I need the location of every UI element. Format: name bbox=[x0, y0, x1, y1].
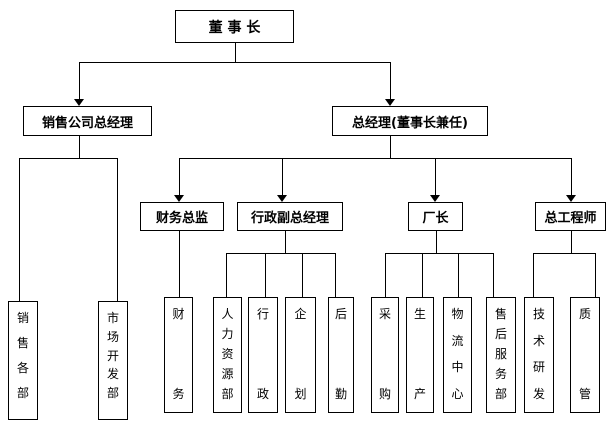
connector-line bbox=[302, 253, 303, 297]
arrowhead-down-icon bbox=[566, 195, 576, 202]
connector-line bbox=[533, 253, 596, 254]
connector-line bbox=[226, 253, 336, 254]
node-procurement: 采购 bbox=[371, 297, 399, 413]
connector-line bbox=[285, 231, 286, 253]
node-label: 企划 bbox=[294, 307, 307, 401]
connector-line bbox=[179, 158, 180, 195]
connector-line bbox=[19, 158, 118, 159]
node-label: 行政 bbox=[256, 307, 269, 401]
connector-line bbox=[595, 253, 596, 297]
node-planning: 企划 bbox=[285, 297, 316, 413]
node-label: 人力资源部 bbox=[221, 307, 234, 401]
node-sales-departments: 销售各部 bbox=[8, 301, 38, 420]
connector-line bbox=[571, 158, 572, 195]
node-after-sales-service: 售后服务部 bbox=[486, 297, 516, 413]
connector-line bbox=[390, 62, 391, 99]
node-label: 采购 bbox=[378, 307, 391, 401]
node-label: 技术研发 bbox=[532, 307, 545, 401]
connector-line bbox=[385, 253, 494, 254]
node-label: 质管 bbox=[578, 307, 591, 401]
node-label: 物流中心 bbox=[451, 307, 464, 401]
node-logistics-center: 物流中心 bbox=[443, 297, 472, 413]
connector-line bbox=[458, 253, 459, 297]
connector-line bbox=[390, 136, 391, 158]
arrowhead-down-icon bbox=[385, 99, 395, 106]
connector-line bbox=[79, 136, 80, 158]
node-production: 生产 bbox=[406, 297, 434, 413]
node-logistics-support: 后勤 bbox=[328, 297, 354, 413]
node-factory-director: 厂长 bbox=[408, 202, 463, 231]
node-label: 销售各部 bbox=[16, 311, 29, 400]
node-market-development: 市场开发部 bbox=[98, 301, 128, 420]
connector-line bbox=[117, 158, 118, 301]
connector-line bbox=[226, 253, 227, 297]
arrowhead-down-icon bbox=[74, 99, 84, 106]
node-administration: 行政 bbox=[248, 297, 278, 413]
connector-line bbox=[179, 231, 180, 297]
node-general-manager: 总经理(董事长兼任) bbox=[332, 106, 488, 136]
node-label: 市场开发部 bbox=[106, 311, 119, 400]
node-quality-management: 质管 bbox=[570, 297, 600, 413]
node-chairman: 董 事 长 bbox=[175, 10, 294, 43]
node-tech-research: 技术研发 bbox=[524, 297, 554, 413]
node-finance-director: 财务总监 bbox=[140, 202, 224, 231]
connector-line bbox=[79, 62, 80, 99]
connector-line bbox=[79, 62, 391, 63]
connector-line bbox=[335, 253, 336, 297]
connector-line bbox=[436, 231, 437, 253]
node-sales-company-gm: 销售公司总经理 bbox=[23, 106, 152, 136]
node-finance: 财务 bbox=[164, 297, 193, 413]
connector-line bbox=[435, 158, 436, 195]
connector-line bbox=[282, 158, 283, 195]
connector-line bbox=[385, 253, 386, 297]
node-human-resources: 人力资源部 bbox=[213, 297, 242, 413]
node-chief-engineer: 总工程师 bbox=[535, 202, 606, 231]
node-admin-deputy-gm: 行政副总经理 bbox=[237, 202, 343, 231]
connector-line bbox=[571, 231, 572, 253]
connector-line bbox=[265, 253, 266, 297]
arrowhead-down-icon bbox=[430, 195, 440, 202]
connector-line bbox=[422, 253, 423, 297]
arrowhead-down-icon bbox=[174, 195, 184, 202]
node-label: 财务 bbox=[172, 307, 185, 401]
connector-line bbox=[19, 158, 20, 301]
connector-line bbox=[235, 43, 236, 62]
node-label: 售后服务部 bbox=[494, 307, 507, 401]
arrowhead-down-icon bbox=[277, 195, 287, 202]
connector-line bbox=[533, 253, 534, 297]
connector-line bbox=[179, 158, 572, 159]
node-label: 生产 bbox=[413, 307, 426, 401]
node-label: 后勤 bbox=[334, 307, 347, 401]
connector-line bbox=[493, 253, 494, 297]
